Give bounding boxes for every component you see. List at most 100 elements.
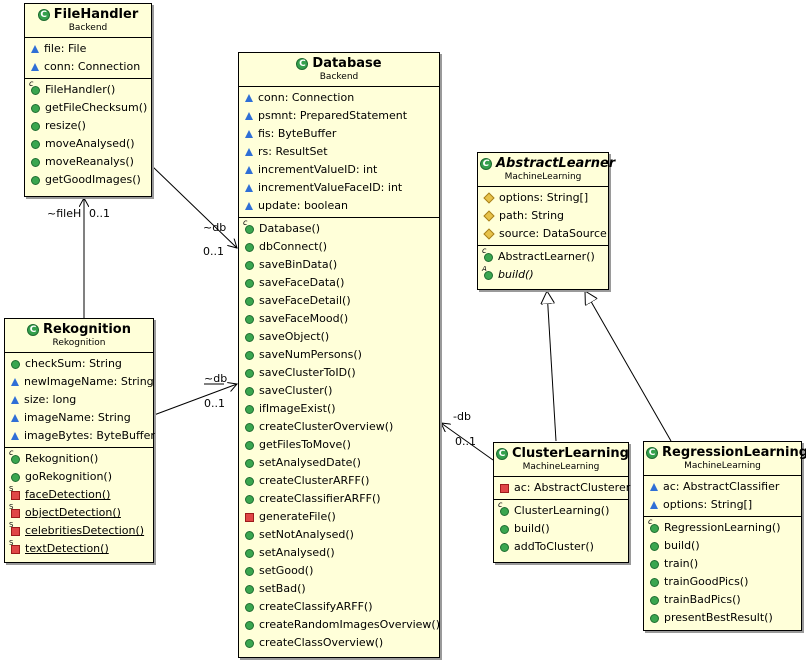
package-visibility-icon [245, 166, 253, 174]
method: setAnalysed() [245, 544, 439, 562]
generalization-regressionlearning [585, 291, 672, 442]
method: build() [650, 537, 801, 555]
method: saveBinData() [245, 256, 439, 274]
class-name: Database [312, 56, 382, 71]
public-method-icon [245, 602, 254, 612]
attribute: fis: ByteBuffer [245, 125, 439, 143]
method: saveFaceMood() [245, 310, 439, 328]
method: getFilesToMove() [245, 436, 439, 454]
package-visibility-icon [11, 378, 19, 386]
attributes-section: checkSum: String newImageName: String si… [5, 353, 155, 447]
package-visibility-icon [245, 202, 253, 210]
attributes-section: options: String[] path: String source: D… [478, 187, 608, 245]
method: saveCluster() [245, 382, 439, 400]
constructor-icon [498, 501, 509, 516]
method: setBad() [245, 580, 439, 598]
public-method-icon [650, 613, 659, 623]
attribute: rs: ResultSet [245, 143, 439, 161]
methods-section: RegressionLearning() build() train() tra… [644, 516, 801, 629]
method: train() [650, 555, 801, 573]
assoc-role-label: ~db [203, 221, 227, 234]
method: saveNumPersons() [245, 346, 439, 364]
method: AbstractLearner() [482, 247, 608, 266]
method: trainGoodPics() [650, 573, 801, 591]
attribute: options: String[] [483, 189, 608, 207]
package-name: Backend [319, 72, 359, 82]
attribute: incrementValueFaceID: int [245, 179, 439, 197]
class-icon: C [27, 323, 40, 336]
method: createClusterOverview() [245, 418, 439, 436]
class-icon: C [496, 447, 508, 460]
package-visibility-icon [245, 184, 253, 192]
package-visibility-icon [245, 94, 253, 102]
class-name: ClusterLearning [512, 446, 629, 461]
public-method-icon [245, 368, 254, 378]
assoc-multiplicity-label: 0..1 [89, 207, 110, 220]
public-method-icon [245, 458, 254, 468]
method: presentBestResult() [650, 609, 801, 627]
method: createClassifyARFF() [245, 598, 439, 616]
public-method-icon [650, 595, 659, 605]
attribute: update: boolean [245, 197, 439, 215]
generalization-clusterlearning [547, 291, 557, 442]
method: build() [482, 265, 608, 284]
method: RegressionLearning() [648, 518, 801, 537]
package-visibility-icon [650, 483, 658, 491]
protected-visibility-icon [483, 192, 495, 204]
attribute: file: File [31, 40, 151, 58]
assoc-role-label: ~fileH [47, 207, 82, 220]
method: getGoodImages() [31, 171, 151, 189]
assoc-multiplicity-label: 0..1 [455, 435, 476, 448]
methods-section: AbstractLearner() build() [478, 245, 608, 286]
private-method-icon [245, 512, 254, 522]
public-method-icon [245, 260, 254, 270]
assoc-multiplicity-label: 0..1 [203, 245, 224, 258]
private-static-method-icon [9, 521, 20, 536]
method: FileHandler() [29, 80, 151, 99]
method: Rekognition() [9, 449, 153, 468]
assoc-multiplicity-label: 0..1 [204, 397, 225, 410]
methods-section: Database() dbConnect() saveBinData() sav… [239, 217, 440, 654]
public-method-icon [650, 541, 659, 551]
attribute: conn: Connection [31, 58, 151, 76]
method: ifImageExist() [245, 400, 439, 418]
attributes-section: ac: AbstractClusterer [494, 477, 630, 499]
package-name: Rekognition [52, 338, 106, 348]
public-method-icon [500, 542, 509, 552]
attribute: size: long [11, 391, 153, 409]
package-name: MachineLearning [684, 461, 761, 471]
private-visibility-icon [500, 483, 509, 493]
attribute: checkSum: String [11, 355, 153, 373]
method: createClassifierARFF() [245, 490, 439, 508]
public-method-icon [31, 157, 40, 167]
method: saveObject() [245, 328, 439, 346]
package-visibility-icon [245, 112, 253, 120]
public-visibility-icon [11, 359, 20, 369]
public-method-icon [31, 139, 40, 149]
method: createClusterARFF() [245, 472, 439, 490]
public-method-icon [245, 386, 254, 396]
method: ClusterLearning() [498, 501, 628, 520]
method: dbConnect() [245, 238, 439, 256]
method: saveFaceDetail() [245, 292, 439, 310]
assoc-role-label: -db [453, 410, 471, 423]
protected-visibility-icon [483, 228, 495, 240]
public-method-icon [650, 559, 659, 569]
attribute: options: String[] [650, 496, 801, 514]
class-name: AbstractLearner [496, 156, 616, 171]
public-method-icon [245, 404, 254, 414]
package-visibility-icon [31, 63, 39, 71]
private-static-method-icon [9, 485, 20, 500]
constructor-icon [648, 518, 659, 533]
